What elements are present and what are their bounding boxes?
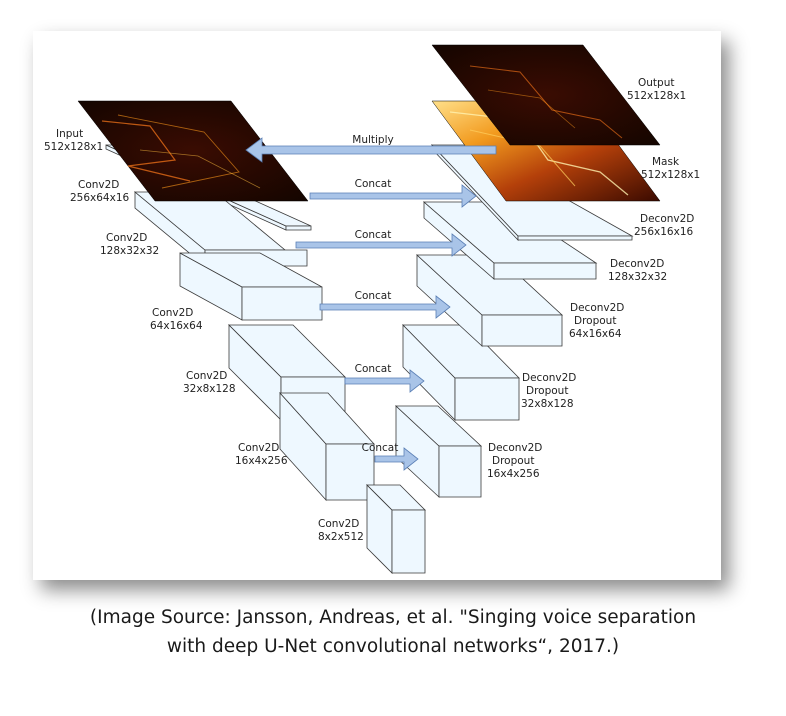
encoder-block-6 xyxy=(366,484,426,574)
encoder-labels: Input 512x128x1 Conv2D 256x64x16 Conv2D … xyxy=(44,128,364,543)
deconv2d-label-5: Deconv2D Dropout 16x4x256 xyxy=(487,442,546,480)
concat-label-3: Concat xyxy=(355,290,392,302)
output-spectrogram xyxy=(431,44,661,146)
conv2d-label-2: Conv2D 128x32x32 xyxy=(100,232,159,257)
decoder-labels: Output 512x128x1 Mask 512x128x1 Deconv2D… xyxy=(487,77,700,480)
output-label: Output 512x128x1 xyxy=(627,77,686,102)
concat-arrow-1: Concat xyxy=(309,178,477,208)
unet-diagram: Multiply Concat Concat Concat Concat Con… xyxy=(44,44,700,574)
decoder-block-5 xyxy=(394,405,483,498)
mask-label: Mask 512x128x1 xyxy=(641,156,700,181)
encoder-block-5 xyxy=(279,391,375,502)
concat-arrow-5: Concat xyxy=(362,442,419,471)
conv2d-label-5: Conv2D 16x4x256 xyxy=(235,442,288,467)
concat-arrow-2: Concat xyxy=(295,229,467,257)
conv2d-label-3: Conv2D 64x16x64 xyxy=(150,307,203,332)
input-spectrogram xyxy=(77,100,309,202)
caption-line-2: with deep U-Net convolutional networks“,… xyxy=(166,636,620,657)
caption-line-1: (Image Source: Jansson, Andreas, et al. … xyxy=(89,607,697,628)
encoder-blocks xyxy=(105,144,426,574)
conv2d-label-4: Conv2D 32x8x128 xyxy=(183,370,236,395)
deconv2d-label-2: Deconv2D 128x32x32 xyxy=(608,258,668,283)
connection-arrows: Multiply Concat Concat Concat Concat Con… xyxy=(245,134,497,471)
decoder-block-3 xyxy=(415,254,564,347)
conv2d-label-6: Conv2D 8x2x512 xyxy=(318,518,364,543)
multiply-arrow: Multiply xyxy=(245,134,497,163)
concat-label-2: Concat xyxy=(355,229,392,241)
decoder-block-4 xyxy=(402,324,520,421)
encoder-block-3 xyxy=(179,252,323,321)
concat-arrow-4: Concat xyxy=(344,363,425,393)
concat-label-4: Concat xyxy=(355,363,392,375)
concat-arrow-3: Concat xyxy=(319,290,451,319)
image-source-caption: (Image Source: Jansson, Andreas, et al. … xyxy=(0,603,786,661)
multiply-label: Multiply xyxy=(352,134,393,146)
deconv2d-label-3: Deconv2D Dropout 64x16x64 xyxy=(569,302,628,340)
concat-label-1: Concat xyxy=(355,178,392,190)
input-label: Input 512x128x1 xyxy=(44,128,103,153)
concat-label-5: Concat xyxy=(362,442,399,454)
deconv2d-label-4: Deconv2D Dropout 32x8x128 xyxy=(521,372,580,410)
conv2d-label-1: Conv2D 256x64x16 xyxy=(70,179,130,204)
deconv2d-label-1: Deconv2D 256x16x16 xyxy=(634,213,698,238)
